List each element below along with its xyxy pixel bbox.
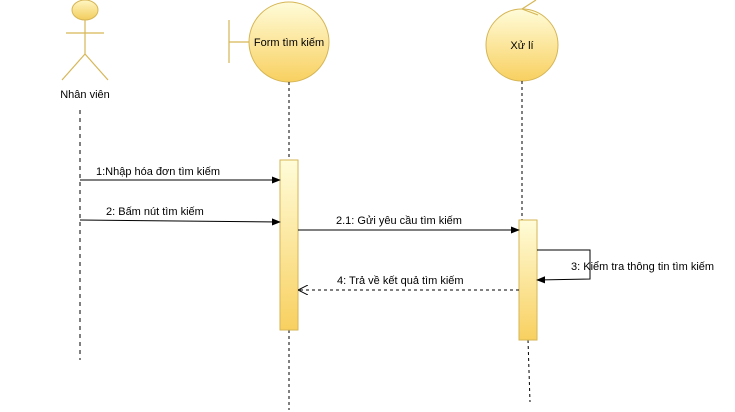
activation-form — [279, 159, 299, 331]
control-icon — [485, 0, 559, 82]
lifeline-control-lower — [527, 339, 531, 403]
message-4: 3: Kiểm tra thông tin tìm kiếm — [536, 249, 714, 284]
participant-actor[interactable]: Nhân viên — [60, 0, 110, 101]
boundary-icon — [228, 1, 330, 83]
message-2: 2: Bấm nút tìm kiếm — [79, 206, 281, 226]
message-label-2: 2: Bấm nút tìm kiếm — [106, 206, 204, 218]
message-5: 4: Trả về kết quả tìm kiếm — [299, 275, 519, 290]
activation-control — [518, 219, 538, 341]
participant-label-control: Xử lí — [510, 40, 533, 52]
actor-icon — [61, 0, 109, 81]
participant-label-actor: Nhân viên — [60, 89, 110, 101]
participant-control[interactable]: Xử lí — [485, 0, 559, 82]
message-1: 1:Nhập hóa đơn tìm kiếm — [80, 166, 281, 184]
message-label-4: 3: Kiểm tra thông tin tìm kiếm — [571, 261, 714, 273]
message-3: 2.1: Gửi yêu cầu tìm kiếm — [298, 215, 520, 234]
message-label-1: 1:Nhập hóa đơn tìm kiếm — [96, 166, 220, 178]
message-label-5: 4: Trả về kết quả tìm kiếm — [337, 275, 464, 287]
participant-form[interactable]: Form tìm kiếm — [228, 1, 330, 83]
message-label-3: 2.1: Gửi yêu cầu tìm kiếm — [336, 215, 462, 227]
participant-label-form: Form tìm kiếm — [254, 37, 324, 49]
